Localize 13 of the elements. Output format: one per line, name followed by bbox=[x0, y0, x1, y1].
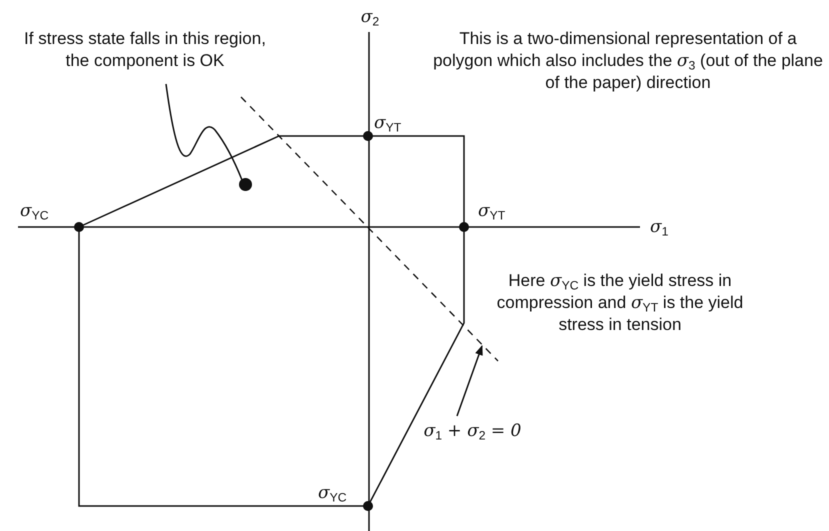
axis-label: σ$_{1}$ bbox=[650, 216, 670, 238]
note-text: Here σ$_{YC}$ is the yield stress in compression and σ$_{YT}$ is the yield stress in tension bbox=[496, 270, 744, 336]
stress-state-dot bbox=[239, 178, 252, 191]
yield-label: σ$_{YT}$ bbox=[374, 112, 402, 134]
leader-line bbox=[165, 84, 243, 180]
yield-label: σ$_{YC}$ bbox=[20, 200, 50, 222]
note-text: If stress state falls in this region, the component is OK bbox=[10, 28, 280, 72]
equation-label: σ$_{1}$ + σ$_{2}$ = 0 bbox=[420, 420, 525, 442]
yield-label: σ$_{YT}$ bbox=[478, 200, 506, 222]
axis-label: σ$_{2}$ bbox=[360, 6, 380, 28]
yield-label: σ$_{YC}$ bbox=[318, 482, 348, 504]
note-text: This is a two-dimensional representation of a polygon which also includes the σ$_{3}$ (out of the plane of the paper) direction bbox=[432, 28, 824, 94]
arrow bbox=[456, 345, 483, 416]
